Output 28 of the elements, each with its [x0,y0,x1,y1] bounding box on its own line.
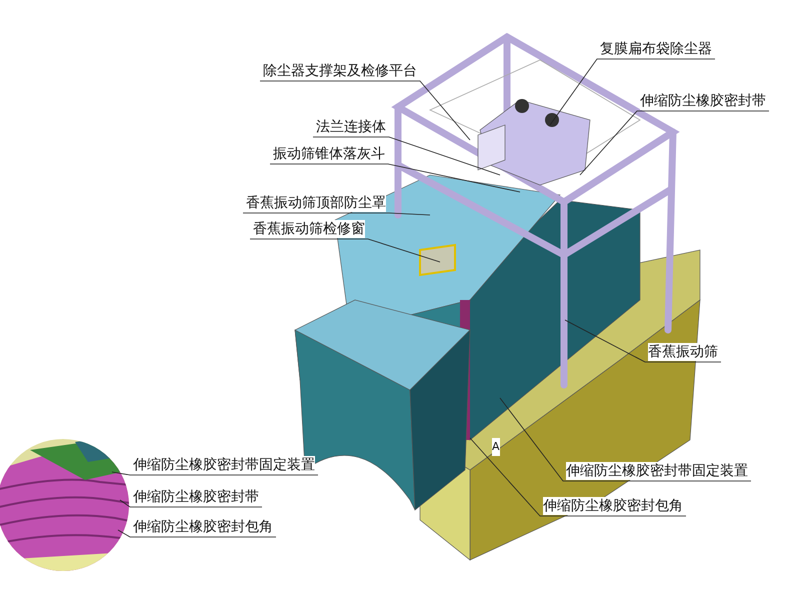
part-label: 香蕉振动筛 [648,343,718,361]
leader-line [112,472,318,476]
part-label: 法兰连接体 [316,118,386,136]
leader-line [118,530,276,538]
part-label: 香蕉振动筛顶部防尘罩 [246,194,386,212]
leader-line [242,212,430,216]
part-label: 除尘器支撑架及检修平台 [263,62,417,80]
part-label: 伸缩防尘橡胶密封包角 [133,518,273,536]
part-label: 香蕉振动筛检修窗 [253,220,365,238]
part-label: 复膜扁布袋除尘器 [600,40,712,58]
part-label: 伸缩防尘橡胶密封带固定装置 [133,456,315,474]
part-label: 振动筛锥体落灰斗 [273,145,385,163]
leader-line [580,110,770,176]
callout-letter: A [492,438,500,456]
detail-inset-drawing [0,439,129,571]
part-label: 伸缩防尘橡胶密封包角 [543,497,683,515]
part-label: 伸缩防尘橡胶密封带 [640,92,766,110]
leader-line [500,398,752,482]
leader-line [250,238,440,262]
leader-line [312,136,500,176]
leader-line [564,320,722,362]
leader-line [120,500,262,508]
leader-line [270,164,520,192]
leader-line [470,438,686,516]
part-label: 伸缩防尘橡胶密封带 [133,488,259,506]
leader-line [550,58,716,126]
leader-line [260,80,470,140]
part-label: 伸缩防尘橡胶密封带固定装置 [566,462,748,480]
